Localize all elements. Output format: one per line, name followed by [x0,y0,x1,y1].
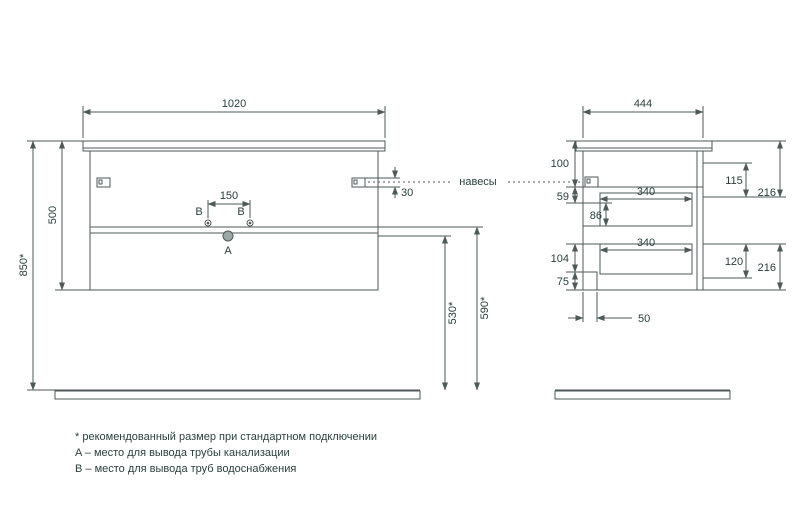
side-drawer-top [599,192,693,227]
front-cabinet-body [89,150,379,291]
dim-side-120: 120 [725,256,743,268]
ground [54,389,731,400]
ground-hatch-right [554,390,731,400]
side-pipe-notch [583,271,598,290]
dim-drawer-depth-bottom: 340 [637,237,655,249]
side-hanger-detail [586,178,591,184]
note-point-b: B – место для вывода труб водоснабжения [75,463,296,475]
drain-outlet-icon [222,230,234,242]
hanger-left-detail [98,179,103,185]
dim-front-width: 1020 [222,98,246,110]
dim-outlet-spacing: 150 [220,190,238,202]
dim-side-100: 100 [551,158,569,170]
dim-front-height: 500 [47,206,59,224]
hangers-label: навесы [459,176,497,188]
hanger-right-detail [353,179,358,185]
dim-supply-height: 590* [479,296,491,319]
dim-mount-height: 850* [18,253,30,276]
side-view: 444 100 59 104 75 86 340 340 [551,98,786,325]
hanger-right-icon [351,177,366,188]
label-a: A [224,245,232,257]
dim-side-59: 59 [557,191,569,203]
dim-bracket-height: 30 [401,187,413,199]
dim-side-216-top: 216 [758,187,776,199]
dim-drawer-depth-top: 340 [637,186,655,198]
label-b-right: B [237,206,244,218]
side-countertop [575,140,713,152]
dim-side-75: 75 [557,276,569,288]
note-recommended-size: * рекомендованный размер при стандартном… [75,431,377,443]
ground-hatch-left [54,390,421,400]
dim-side-104: 104 [551,253,569,265]
dim-side-50: 50 [638,313,650,325]
note-point-a: A – место для вывода трубы канализации [75,447,290,459]
dim-side-depth: 444 [634,98,652,110]
front-view: 1020 500 850* 150 B B A 30 навесы [18,98,586,391]
water-outlet-left-icon [204,219,212,227]
dim-drain-height: 530* [447,301,459,324]
front-countertop [82,140,386,152]
footnotes: * рекомендованный размер при стандартном… [75,431,377,475]
dim-side-216-bottom: 216 [758,262,776,274]
label-b-left: B [195,206,202,218]
dim-side-115: 115 [725,175,743,187]
dim-side-86: 86 [590,210,602,222]
hanger-left-icon [96,177,111,188]
water-outlet-right-icon [246,219,254,227]
side-drawer-bottom [599,243,693,275]
